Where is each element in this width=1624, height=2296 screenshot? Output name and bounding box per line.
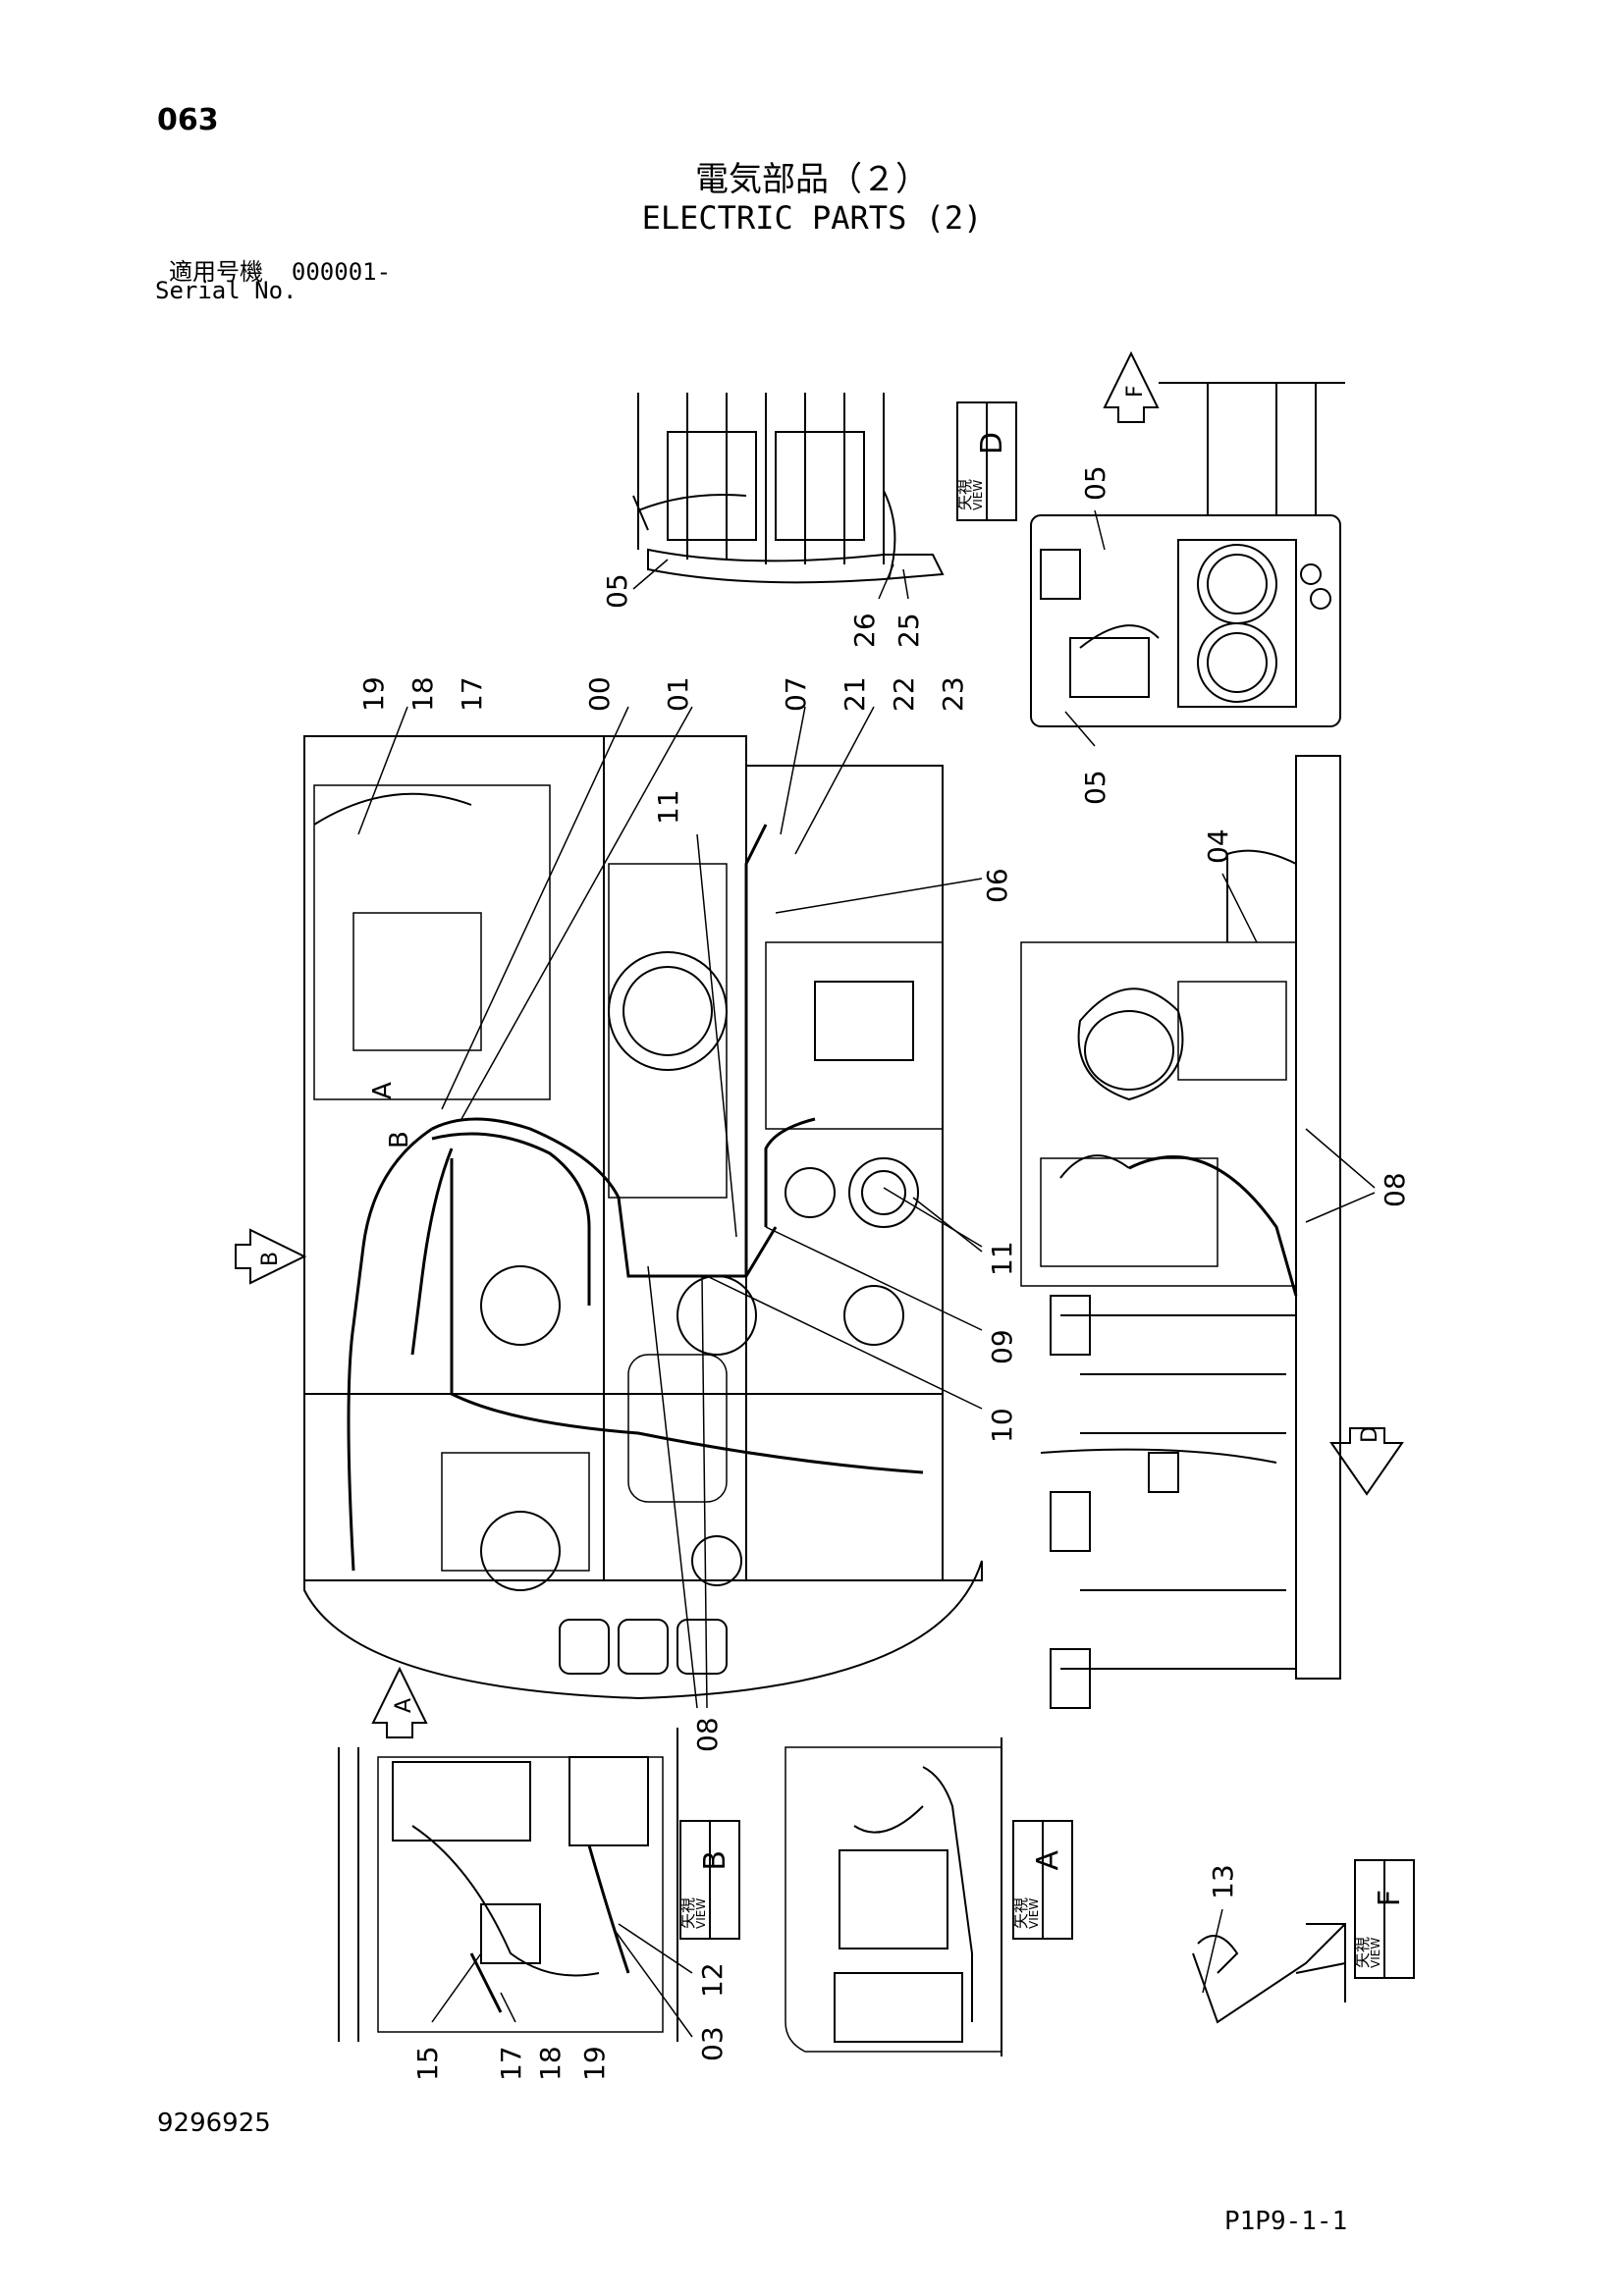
callout-18-top: 18 xyxy=(406,676,439,712)
serial-label-english: Serial No. xyxy=(155,277,298,304)
view-a-label-box: A 矢視 VIEW xyxy=(1011,1820,1073,1940)
serial-value: 000001- xyxy=(291,258,392,286)
callout-19-top: 19 xyxy=(357,676,390,712)
view-d-jp: 矢視 xyxy=(955,479,974,510)
callout-15: 15 xyxy=(411,2046,444,2081)
view-d-en: VIEW xyxy=(971,480,985,510)
view-b-en: VIEW xyxy=(694,1898,708,1929)
view-f-jp: 矢視 xyxy=(1353,1937,1372,1968)
view-a-letter: A xyxy=(1031,1850,1065,1871)
callout-23: 23 xyxy=(937,676,969,712)
title-japanese: 電気部品（２） xyxy=(695,160,929,199)
view-b-label-box: B 矢視 VIEW xyxy=(678,1820,740,1940)
page-code: P1P9-1-1 xyxy=(1224,2207,1348,2236)
callout-13: 13 xyxy=(1207,1864,1239,1899)
callout-08-right: 08 xyxy=(1379,1172,1411,1207)
view-d-label-box: D 矢視 VIEW xyxy=(955,401,1017,521)
callout-18-bottom: 18 xyxy=(534,2046,567,2081)
callout-09: 09 xyxy=(986,1329,1018,1364)
view-f-engine-detail xyxy=(1030,382,1345,727)
callout-21: 21 xyxy=(839,676,871,712)
arrow-a-label: A xyxy=(392,1698,416,1713)
arrow-a: A xyxy=(371,1666,428,1738)
callout-b: B xyxy=(385,1131,414,1148)
view-b-letter: B xyxy=(698,1850,732,1871)
callout-07: 07 xyxy=(780,676,812,712)
callout-11-top: 11 xyxy=(652,789,684,825)
callout-03: 03 xyxy=(696,2026,729,2061)
callout-11-right: 11 xyxy=(986,1241,1018,1276)
arrow-f: F xyxy=(1103,350,1160,423)
view-f-letter: F xyxy=(1373,1890,1407,1906)
main-leader-lines xyxy=(357,706,983,1709)
view-a-en: VIEW xyxy=(1027,1898,1041,1929)
arrow-d-label: D xyxy=(1358,1426,1382,1443)
page-number: 063 xyxy=(157,103,219,137)
callout-10: 10 xyxy=(986,1408,1018,1443)
callout-25: 25 xyxy=(893,613,925,648)
callout-00: 00 xyxy=(583,676,616,712)
view-b-jp: 矢視 xyxy=(678,1897,697,1929)
view-d-letter: D xyxy=(975,432,1009,454)
view-d-detail xyxy=(632,393,945,584)
view-f-en: VIEW xyxy=(1369,1938,1382,1968)
callout-22: 22 xyxy=(888,676,920,712)
title-english: ELECTRIC PARTS (2) xyxy=(641,199,983,237)
view-f-small-detail xyxy=(1192,1923,1346,2024)
main-frame xyxy=(303,735,983,1700)
serial-label-jp: 適用号機 xyxy=(169,258,263,286)
callout-08-bottom: 08 xyxy=(691,1717,724,1752)
callout-26: 26 xyxy=(848,613,881,648)
arrow-f-label: F xyxy=(1123,385,1148,398)
right-side-detail xyxy=(1020,755,1341,1709)
callout-05-bottom: 05 xyxy=(1079,770,1111,805)
callout-05-top: 05 xyxy=(1079,465,1111,501)
view-f-label-box: F 矢視 VIEW xyxy=(1353,1859,1415,1979)
callout-06: 06 xyxy=(981,868,1013,903)
callout-01: 01 xyxy=(662,676,694,712)
callout-05-view-d: 05 xyxy=(601,573,633,609)
wire-harness-main xyxy=(347,824,924,1572)
callout-17-top: 17 xyxy=(456,676,488,712)
callout-12: 12 xyxy=(696,1962,729,1998)
arrow-b-label: B xyxy=(258,1252,283,1266)
view-a-jp: 矢視 xyxy=(1011,1897,1030,1929)
callout-19-bottom: 19 xyxy=(578,2046,611,2081)
arrow-d: D xyxy=(1329,1426,1404,1496)
view-b-detail xyxy=(338,1728,678,2042)
callout-17-bottom: 17 xyxy=(495,2046,527,2081)
callout-a: A xyxy=(368,1082,398,1099)
arrow-b: B xyxy=(235,1228,307,1285)
callout-04: 04 xyxy=(1202,828,1234,864)
view-a-detail xyxy=(785,1737,1002,2056)
serial-line-japanese: 適用号機 000001- xyxy=(169,252,391,287)
document-number: 9296925 xyxy=(157,2109,271,2138)
